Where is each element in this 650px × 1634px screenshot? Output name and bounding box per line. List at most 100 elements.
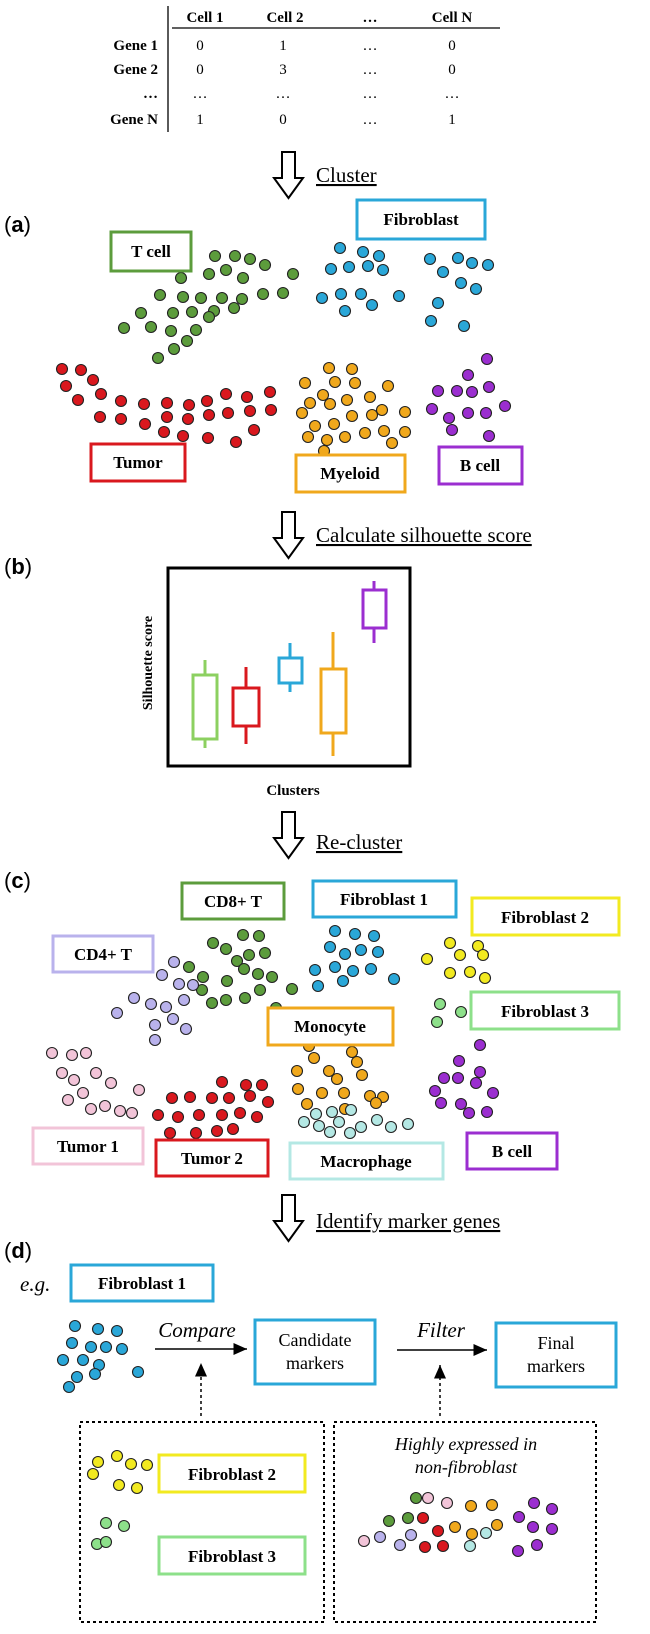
silhouette-boxplot: Silhouette score Clusters (141, 566, 412, 799)
bcell-dot (450, 384, 464, 398)
d-cd4t-dot (373, 1530, 387, 1544)
tcell-dot (134, 306, 148, 320)
fib1-dot (346, 964, 360, 978)
tumor1-dot (76, 1086, 90, 1100)
d-tcell-dot (382, 1514, 396, 1528)
fibroblast-dot (365, 298, 379, 312)
cd8t-dot (205, 996, 219, 1010)
d-fib1-dot (115, 1342, 129, 1356)
tcell-dot (219, 263, 233, 277)
matrix-cell: … (363, 86, 378, 102)
d-fib1-dot (99, 1340, 113, 1354)
d-fib1-dot (56, 1353, 70, 1367)
d-tcell-dot (401, 1511, 415, 1525)
matrix-col-header: Cell N (432, 10, 473, 26)
y-axis-label: Silhouette score (141, 616, 156, 710)
tumor-dot (157, 425, 171, 439)
myeloid-dot (377, 424, 391, 438)
tcell-dot (243, 252, 257, 266)
cluster-label-fib2: Fibroblast 2 (501, 908, 589, 927)
d-macrophage-dot (463, 1539, 477, 1553)
panel-label-d: (d) (4, 1238, 32, 1263)
fibroblast-dot (342, 260, 356, 274)
box-myeloid (319, 632, 348, 756)
tumor1-dot (132, 1083, 146, 1097)
bcell-dot (482, 380, 496, 394)
comparison-group-box (79, 1421, 325, 1623)
myeloid-dot (381, 379, 395, 393)
tumor-dot (71, 393, 85, 407)
monocyte-dot (291, 1082, 305, 1096)
tumor1-dot (89, 1066, 103, 1080)
bcell-c-dot (473, 1065, 487, 1079)
box-bcell (361, 581, 388, 643)
cd8t-dot (236, 928, 250, 942)
fibroblast-dot (436, 265, 450, 279)
tcell-dot (194, 291, 208, 305)
myeloid-dot (358, 426, 372, 440)
tumor1-dot (45, 1046, 59, 1060)
bcell-c-dot (486, 1086, 500, 1100)
cd4t-dot (155, 968, 169, 982)
tcell-dot (202, 267, 216, 281)
myeloid-dot (328, 375, 342, 389)
panel-d-dots (56, 1319, 559, 1558)
cd8t-dot (196, 970, 210, 984)
monocyte-dot (369, 1096, 383, 1110)
final-markers-line2: markers (527, 1356, 585, 1376)
tumor-dot (86, 373, 100, 387)
myeloid-dot (345, 409, 359, 423)
label-box-tumor1 (31, 1126, 145, 1166)
fib1-dot (338, 947, 352, 961)
d-fib1-dot (91, 1322, 105, 1336)
label-box-fib2 (470, 896, 621, 937)
tumor-dot (137, 397, 151, 411)
cd8t-dot (253, 983, 267, 997)
d-macrophage-dot (479, 1526, 493, 1540)
tcell-dot (208, 249, 222, 263)
fib1-dot (336, 974, 350, 988)
d-tumor1-dot (440, 1496, 454, 1510)
matrix-cell: … (363, 112, 378, 128)
bcell-dot (498, 399, 512, 413)
d-fib1-dot (131, 1365, 145, 1379)
tumor1-dot (113, 1104, 127, 1118)
tumor-dot (202, 408, 216, 422)
monocyte-dot (355, 1068, 369, 1082)
matrix-cell: 0 (279, 112, 287, 128)
bcell-c-dot (473, 1038, 487, 1052)
candidate-markers-line1: Candidate (279, 1330, 352, 1350)
compare-fib2-box (157, 1453, 307, 1494)
box-fibroblast (277, 643, 304, 692)
tumor2-dot (261, 1095, 275, 1109)
cluster-label-fib1: Fibroblast 1 (340, 890, 428, 909)
d-fib3-dot (99, 1516, 113, 1530)
compare-fib3-box (157, 1535, 307, 1576)
cd4t-dot (144, 997, 158, 1011)
cluster-label-bcell-c: B cell (492, 1142, 532, 1161)
tumor-dot (93, 410, 107, 424)
fib1-dot (371, 945, 385, 959)
d-myeloid-dot (490, 1518, 504, 1532)
cd4t-dot (179, 1022, 193, 1036)
tumor2-dot (215, 1108, 229, 1122)
step-silhouette: Calculate silhouette score (272, 511, 532, 560)
matrix-cell: … (445, 86, 460, 102)
tumor-dot (138, 417, 152, 431)
matrix-row-header: … (143, 86, 158, 102)
d-bcell-dot (512, 1510, 526, 1524)
monocyte-dot (322, 1064, 336, 1078)
fibroblast-dot (315, 291, 329, 305)
tcell-dot (235, 292, 249, 306)
fibroblast-dot (431, 296, 445, 310)
gene-cell-matrix: Cell 1 Cell 2 … Cell N Gene 1 Gene 2 … G… (110, 6, 500, 132)
d-fib2-dot (91, 1455, 105, 1469)
myeloid-dot (398, 425, 412, 439)
monocyte-dot (290, 1064, 304, 1078)
step-cluster: Cluster (272, 151, 377, 200)
box-tumor (231, 667, 261, 744)
down-arrow-icon (272, 151, 305, 200)
cd4t-dot (148, 1033, 162, 1047)
d-fib1-dot (65, 1336, 79, 1350)
